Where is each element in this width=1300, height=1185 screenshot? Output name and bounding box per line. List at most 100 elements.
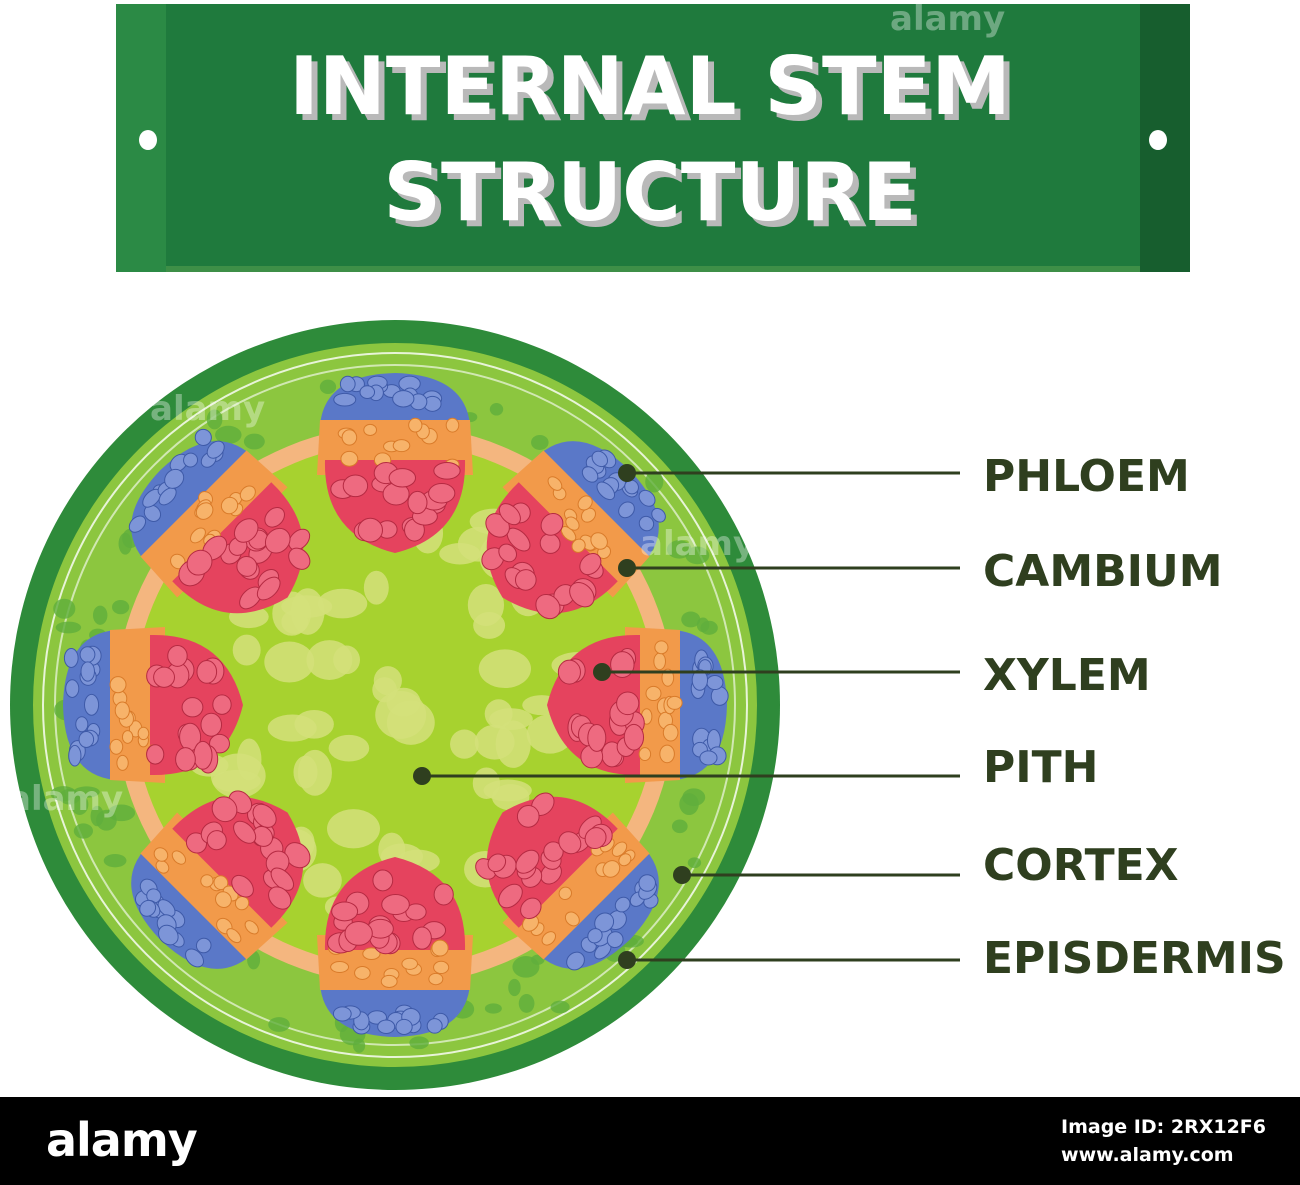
cambium-cell [354,965,371,980]
phloem-cell [158,487,177,506]
label-epidermis: EPISDERMIS [618,933,1286,984]
phloem-cell [128,515,147,533]
xylem-cell [233,820,257,844]
cambium-cell [659,744,675,764]
cambium-cell [638,747,652,762]
cortex-cell [671,819,688,834]
pith-cell [483,779,532,802]
banner-hole-left [139,130,157,150]
cortex-cell [206,409,223,430]
xylem-cell [498,883,523,909]
xylem-cell [153,666,175,688]
pith-cell [450,729,479,759]
xylem-cell [433,883,454,906]
cambium-cell [239,485,256,502]
banner-hole-right [1149,130,1167,150]
cambium-cell [392,439,411,453]
label-pith: PITH [413,742,1098,793]
cambium-cell [433,960,450,975]
label-text-cambium: CAMBIUM [983,546,1223,597]
xylem-cell [412,926,432,950]
cambium-cell [666,695,683,710]
label-text-epidermis: EPISDERMIS [983,933,1286,984]
phloem-cell [606,931,624,949]
pith-cell [212,769,261,793]
phloem-cell [139,899,157,917]
xylem-cell [200,712,223,737]
cambium-cell [121,730,134,744]
xylem-cell [270,867,295,891]
pith-cell [297,749,332,796]
pith-cell [267,714,317,742]
xylem-cell [515,849,540,874]
watermarks: alamy alamy alamy alamy [8,0,1005,819]
leader-dot-cambium [618,559,636,577]
cortex-cell [107,804,136,822]
cambium-cell [590,532,608,550]
vascular-bundle [317,857,473,1037]
xylem-cell [535,593,561,620]
label-cortex: CORTEX [673,840,1179,891]
cortex-cell [215,425,242,444]
cortex-cell [73,823,94,839]
phloem-cell [164,468,185,489]
watermark-left: alamy [8,779,123,819]
phloem-cell [691,669,709,691]
cortex-cell [666,540,692,559]
pith-cell [236,738,262,781]
phloem-cell [206,440,225,459]
phloem-cell [566,951,585,971]
xylem-cell [186,549,213,576]
cambium-cell [171,850,187,865]
cortex-cell [70,793,89,815]
cortex-cell [112,599,130,615]
xylem-cell [288,528,311,551]
xylem-cell [284,842,311,869]
cambium-cell [155,859,170,874]
xylem-cell [428,483,456,504]
cambium-cell [653,652,666,671]
phloem-cell [158,924,179,946]
cambium-cell [565,516,580,531]
cortex-cell [73,786,100,798]
phloem-cell [359,385,376,399]
xylem-cell [569,582,595,608]
cambium-cell [580,507,596,523]
stem-cross-section [10,320,780,1090]
cortex-cell [55,621,82,634]
phloem-cell [392,390,415,408]
phloem-cell [377,1019,396,1034]
xylem-cell [579,553,602,576]
pith-cell [484,699,513,729]
xylem-cell [288,547,311,570]
label-cambium: CAMBIUM [618,546,1223,597]
pith-cell [328,734,370,762]
cortex-cell [53,598,76,619]
phloem-cell [618,501,635,519]
pith-cell [317,588,368,619]
cortex-cell [550,1000,570,1014]
cambium-cell [558,886,572,901]
xylem-cell [514,569,537,591]
xylem-cell [407,490,428,515]
title-shadow-1: INTERNAL STEM [295,46,1017,139]
xylem-cell [520,897,542,920]
cambium-cell [564,911,580,927]
xylem-cell [344,921,373,946]
xylem-cell [233,518,259,543]
footer-site: www.alamy.com [1061,1144,1234,1166]
vascular-bundle [131,790,311,969]
cambium-cell [428,972,444,986]
stem-cross-section-diagram: INTERNAL STEM STRUCTURE INTERNAL STEM ST… [8,0,1286,1090]
xylem-cell [211,796,238,823]
title-banner: INTERNAL STEM STRUCTURE INTERNAL STEM ST… [116,4,1190,272]
xylem-cell [146,744,165,765]
cortex-cell [92,605,108,625]
xylem-cell [236,555,258,577]
phloem-cell [78,730,95,748]
vascular-bundle [63,627,243,783]
xylem-cell [381,894,410,916]
cortex-cell [518,993,535,1013]
phloem-cell [75,716,89,733]
pith-cell [232,634,261,666]
